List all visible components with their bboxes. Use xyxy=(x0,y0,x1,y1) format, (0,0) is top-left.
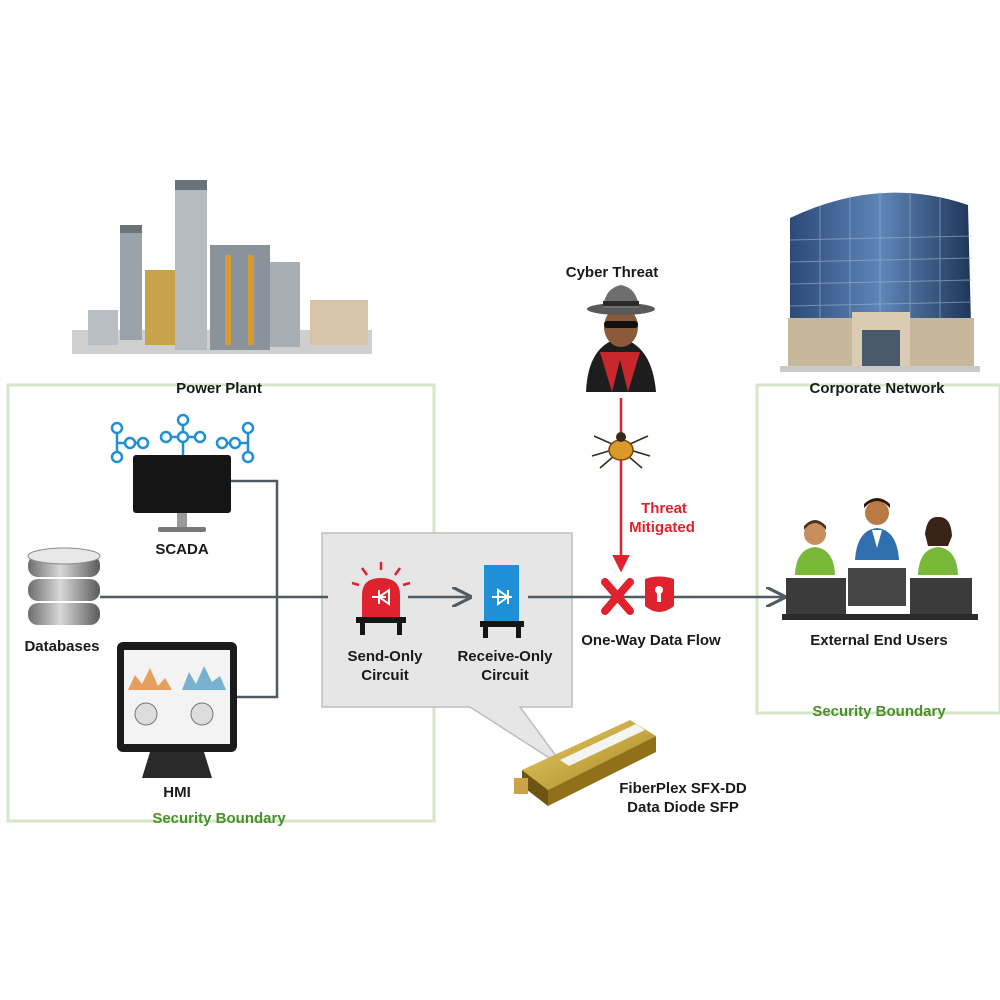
send-only-diode-icon xyxy=(351,562,411,635)
hacker-icon xyxy=(586,285,656,392)
receive-only-label-line2: Circuit xyxy=(481,667,529,684)
product-name-line2: Data Diode SFP xyxy=(627,799,739,816)
one-way-data-flow-label: One-Way Data Flow xyxy=(581,632,721,649)
scada-label: SCADA xyxy=(155,541,209,558)
power-plant-icon xyxy=(72,180,372,354)
right-security-boundary xyxy=(755,383,1000,715)
hmi-label: HMI xyxy=(163,784,191,801)
power-plant-label: Power Plant xyxy=(176,380,262,397)
database-icon xyxy=(27,547,101,625)
send-only-label-line2: Circuit xyxy=(361,667,409,684)
databases-label: Databases xyxy=(24,638,100,655)
external-users-icon xyxy=(782,498,978,620)
product-name-line1: FiberPlex SFX-DD xyxy=(619,780,747,797)
bug-icon xyxy=(591,432,651,469)
security-boundary-right-label: Security Boundary xyxy=(812,703,946,720)
receive-only-label-line1: Receive-Only xyxy=(457,648,553,665)
hmi-terminal-icon xyxy=(117,642,237,778)
scada-network-icon xyxy=(110,413,255,464)
connector-lines xyxy=(100,479,328,699)
scada-monitor-icon xyxy=(133,455,231,532)
shield-icon xyxy=(645,576,674,612)
corporate-building-icon xyxy=(780,192,980,372)
send-only-label-line1: Send-Only xyxy=(347,648,423,665)
sfp-module-icon xyxy=(514,720,656,806)
external-end-users-label: External End Users xyxy=(810,632,948,649)
cyber-threat-label: Cyber Threat xyxy=(565,264,659,281)
security-boundary-left-label: Security Boundary xyxy=(152,810,286,827)
threat-mitigated-line2: Mitigated xyxy=(629,519,695,536)
blocked-x-icon xyxy=(601,578,634,615)
receive-only-diode-icon xyxy=(480,565,524,638)
threat-mitigated-line1: Threat xyxy=(641,500,687,517)
corporate-network-label: Corporate Network xyxy=(809,380,945,397)
